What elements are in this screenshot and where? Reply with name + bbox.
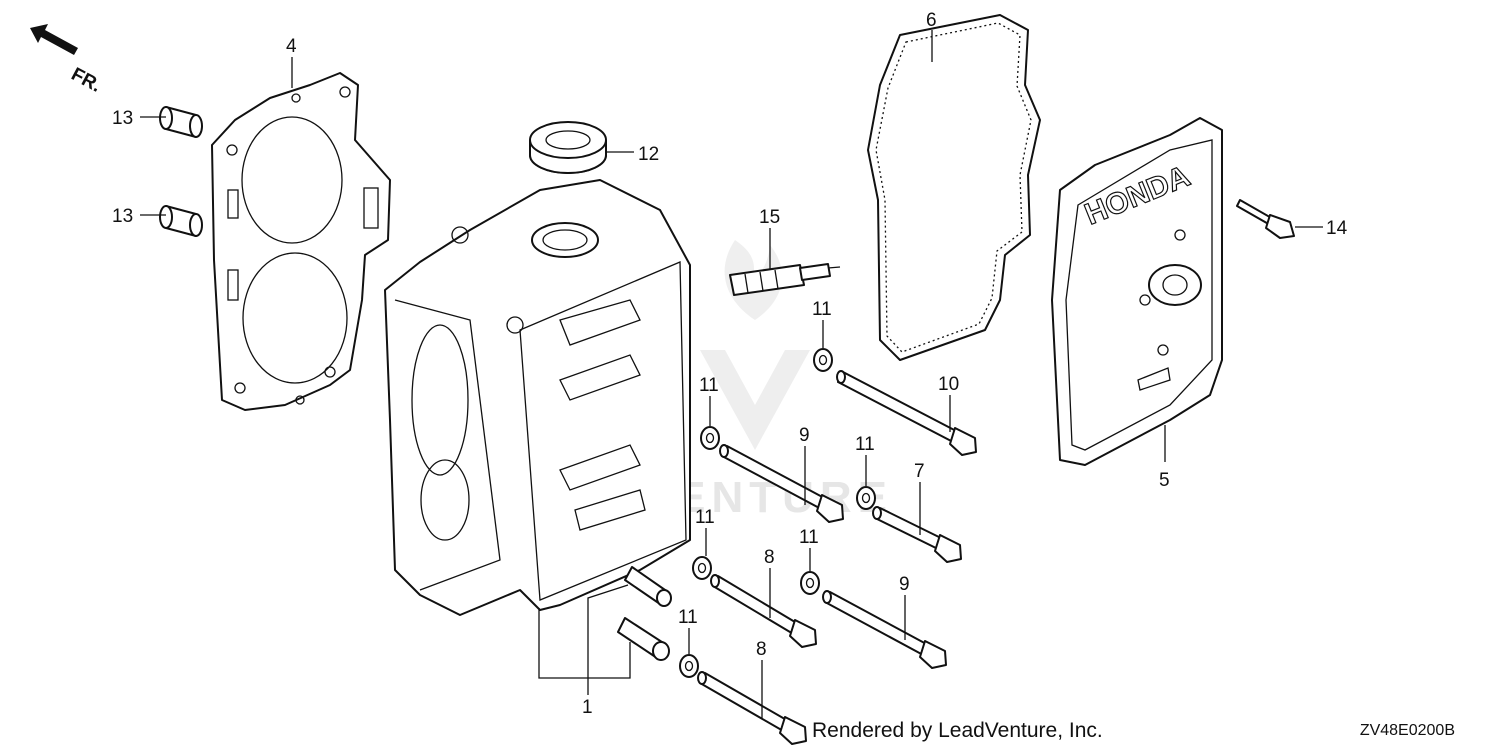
callout-8-upper: 8 <box>764 547 775 568</box>
head-locating-pin-lower <box>617 617 670 661</box>
bolt-short-7 <box>872 506 962 563</box>
cylinder-head-gasket <box>211 72 391 411</box>
footer-credit: Rendered by LeadVenture, Inc. <box>812 719 1103 742</box>
callout-11-d: 11 <box>695 507 715 528</box>
callout-7: 7 <box>914 461 925 482</box>
oil-seal <box>529 121 607 174</box>
head-cover-gasket <box>867 14 1041 361</box>
washer-3 <box>856 486 876 510</box>
callout-6: 6 <box>926 10 937 31</box>
bolt-long-top <box>836 370 977 456</box>
leader-lines <box>140 30 1323 718</box>
dowel-pin-upper <box>159 106 203 138</box>
callout-1: 1 <box>582 697 593 718</box>
callout-11-f: 11 <box>678 607 698 628</box>
callout-numbers: 4 13 13 12 15 6 5 14 11 10 11 9 11 7 11 … <box>112 10 1348 718</box>
callout-12: 12 <box>638 144 659 165</box>
bolt-lower-9 <box>822 590 947 669</box>
bolt-upper-8 <box>710 574 817 648</box>
callout-11-c: 11 <box>855 434 875 455</box>
callout-11-b: 11 <box>699 375 719 396</box>
cylinder-head-cover: HONDA <box>1051 117 1223 466</box>
washer-1 <box>813 348 833 372</box>
dowel-pin-lower <box>159 205 203 237</box>
callout-10: 10 <box>938 374 959 395</box>
washer-4 <box>692 556 712 580</box>
cover-bolt <box>1236 199 1295 239</box>
washer-5 <box>800 571 820 595</box>
callout-8-lower: 8 <box>756 639 767 660</box>
callout-9-lower: 9 <box>899 574 910 595</box>
front-label: FR. <box>68 64 105 97</box>
spark-plug <box>729 263 841 296</box>
callout-14: 14 <box>1326 218 1348 239</box>
bolt-upper-9 <box>719 444 844 523</box>
callout-13-lower: 13 <box>112 206 133 227</box>
callout-4: 4 <box>286 36 297 57</box>
callout-11-e: 11 <box>799 527 819 548</box>
callout-15: 15 <box>759 207 780 228</box>
washer-6 <box>679 654 699 678</box>
front-direction-arrow: FR. <box>30 24 105 97</box>
callout-11-a: 11 <box>812 299 832 320</box>
head-locating-pin-upper <box>624 566 672 607</box>
callout-5: 5 <box>1159 470 1170 491</box>
diagram-code: ZV48E0200B <box>1359 722 1455 739</box>
callout-13-upper: 13 <box>112 108 133 129</box>
callout-9-upper: 9 <box>799 425 810 446</box>
washer-2 <box>700 426 720 450</box>
cylinder-head <box>384 179 691 616</box>
bolt-lower-8 <box>697 671 807 745</box>
